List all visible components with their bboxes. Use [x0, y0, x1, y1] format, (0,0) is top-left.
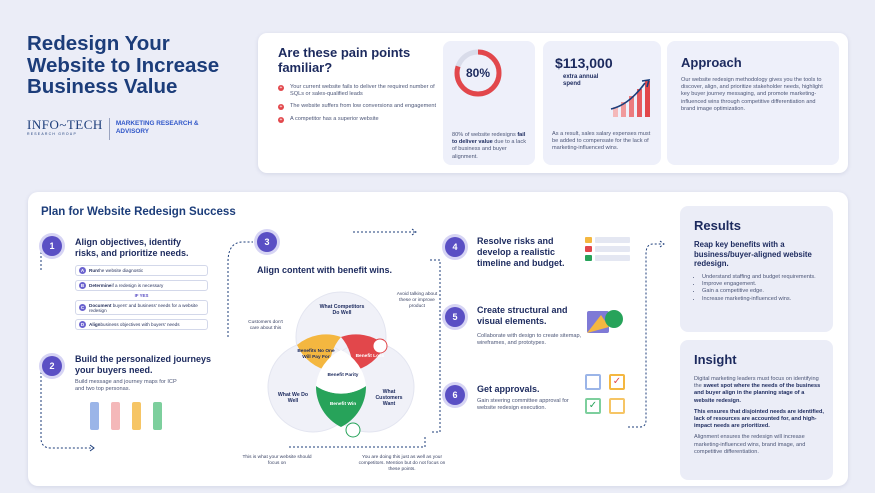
venn-diagram: [267, 291, 415, 438]
insight-title: Insight: [694, 352, 737, 367]
logo-brand: INFO~TECH: [27, 117, 103, 132]
step-number-4: 4: [445, 237, 465, 257]
venn-benefit-loss: Benefit Loss: [355, 354, 385, 359]
donut-chart: 80%: [454, 49, 502, 97]
insight-panel: Insight Digital marketing leaders must f…: [680, 340, 833, 480]
plus-icon: +: [278, 104, 284, 111]
pain-item: +The website suffers from low conversion…: [278, 103, 437, 111]
donut-arc: [454, 49, 502, 97]
results-subtitle: Reap key benefits with a business/buyer-…: [694, 240, 812, 268]
stat-value: 80%: [466, 66, 490, 80]
venn-benefits-no-pay: Benefits No One Will Pay For: [297, 349, 335, 360]
venn-left-label: What We Do Well: [277, 392, 309, 404]
journey-column: [132, 402, 141, 430]
results-item: Understand staffing and budget requireme…: [702, 274, 827, 281]
step-number-2: 2: [42, 356, 62, 376]
step-number-6: 6: [445, 385, 465, 405]
note-parity: You are doing this just as well as your …: [358, 455, 446, 472]
logo: INFO~TECH RESEARCH GROUP MARKETING RESEA…: [27, 118, 206, 140]
step-4-title: Resolve risks and develop a realistic ti…: [477, 236, 565, 268]
logo-sub: RESEARCH GROUP: [27, 132, 78, 136]
results-panel: Results Reap key benefits with a busines…: [680, 206, 833, 332]
plus-icon: +: [278, 85, 284, 91]
approach-text: Our website redesign methodology gives y…: [681, 77, 823, 112]
journey-map-icon: [90, 402, 162, 430]
logo-divider: [108, 118, 110, 140]
step-number-3: 3: [257, 232, 277, 252]
venn-top-label: What Competitors Do Well: [319, 304, 365, 316]
venn-benefit-parity: Benefit Parity: [327, 373, 359, 378]
design-elements-icon: [587, 310, 623, 333]
step-6-text: Gain steering committee approval for web…: [477, 398, 569, 412]
results-item: Improve engagement.: [702, 281, 827, 288]
insight-text: Digital marketing leaders must focus on …: [694, 376, 824, 455]
logo-tagline: MARKETING RESEARCH & ADVISORY: [115, 120, 199, 135]
growth-chart-icon: [610, 79, 651, 117]
step-5-title: Create structural and visual elements.: [477, 305, 568, 326]
pain-item: +A competitor has a superior website: [278, 115, 379, 123]
stat-failure: 80% 80% of website redesigns fail to del…: [443, 41, 535, 165]
spend-value: $113,000: [555, 55, 613, 71]
step-6-title: Get approvals.: [477, 384, 540, 394]
step-number-5: 5: [445, 307, 465, 327]
step-2-title: Build the personalized journeys your buy…: [75, 354, 212, 375]
note-focus-here: This is what your website should focus o…: [242, 455, 312, 466]
stat-spend: $113,000 extra annual spend As a result,…: [543, 41, 661, 165]
plan-title: Plan for Website Redesign Success: [41, 206, 236, 218]
venn-benefit-win: Benefit Win: [329, 402, 357, 407]
step-2-text: Build message and journey maps for ICP a…: [75, 379, 177, 393]
approach-title: Approach: [681, 55, 742, 70]
stat-failure-text: 80% of website redesigns fail to deliver…: [452, 132, 527, 160]
journey-column: [90, 402, 99, 430]
venn-right-label: What Customers Want: [375, 389, 403, 407]
results-item: Increase marketing-influenced wins.: [702, 296, 827, 303]
spend-text: As a result, sales salary expenses must …: [552, 131, 651, 152]
journey-column: [111, 402, 120, 430]
step-3-title: Align content with benefit wins.: [257, 265, 392, 275]
step-5-text: Collaborate with design to create sitema…: [477, 333, 582, 347]
pain-title: Are these pain points familiar?: [278, 45, 411, 75]
page-title: Redesign Your Website to Increase Busine…: [27, 32, 220, 98]
results-item: Gain a competitive edge.: [702, 288, 827, 295]
budget-list-icon: [585, 237, 630, 261]
journey-column: [153, 402, 162, 430]
note-avoid-talking: Avoid talking about these or improve pro…: [396, 292, 438, 309]
approach-box: Approach Our website redesign methodolog…: [667, 41, 839, 165]
results-title: Results: [694, 218, 741, 233]
step-number-1: 1: [42, 236, 62, 256]
if-yes-label: IF YES: [134, 293, 149, 298]
plus-icon: +: [278, 116, 284, 123]
pain-points: Are these pain points familiar? +Your cu…: [278, 45, 438, 123]
note-customers-dont-care: Customers don't care about this: [248, 320, 283, 331]
flow-connector: [40, 228, 665, 452]
step-1-title: Align objectives, identify risks, and pr…: [75, 237, 189, 258]
spend-label: extra annual spend: [563, 74, 599, 87]
summary-card: Are these pain points familiar? +Your cu…: [258, 33, 848, 173]
approval-checklist-icon: ✓ ✓: [585, 374, 625, 414]
pain-item: +Your current website fails to deliver t…: [278, 84, 435, 98]
results-list: Understand staffing and budget requireme…: [702, 274, 827, 303]
